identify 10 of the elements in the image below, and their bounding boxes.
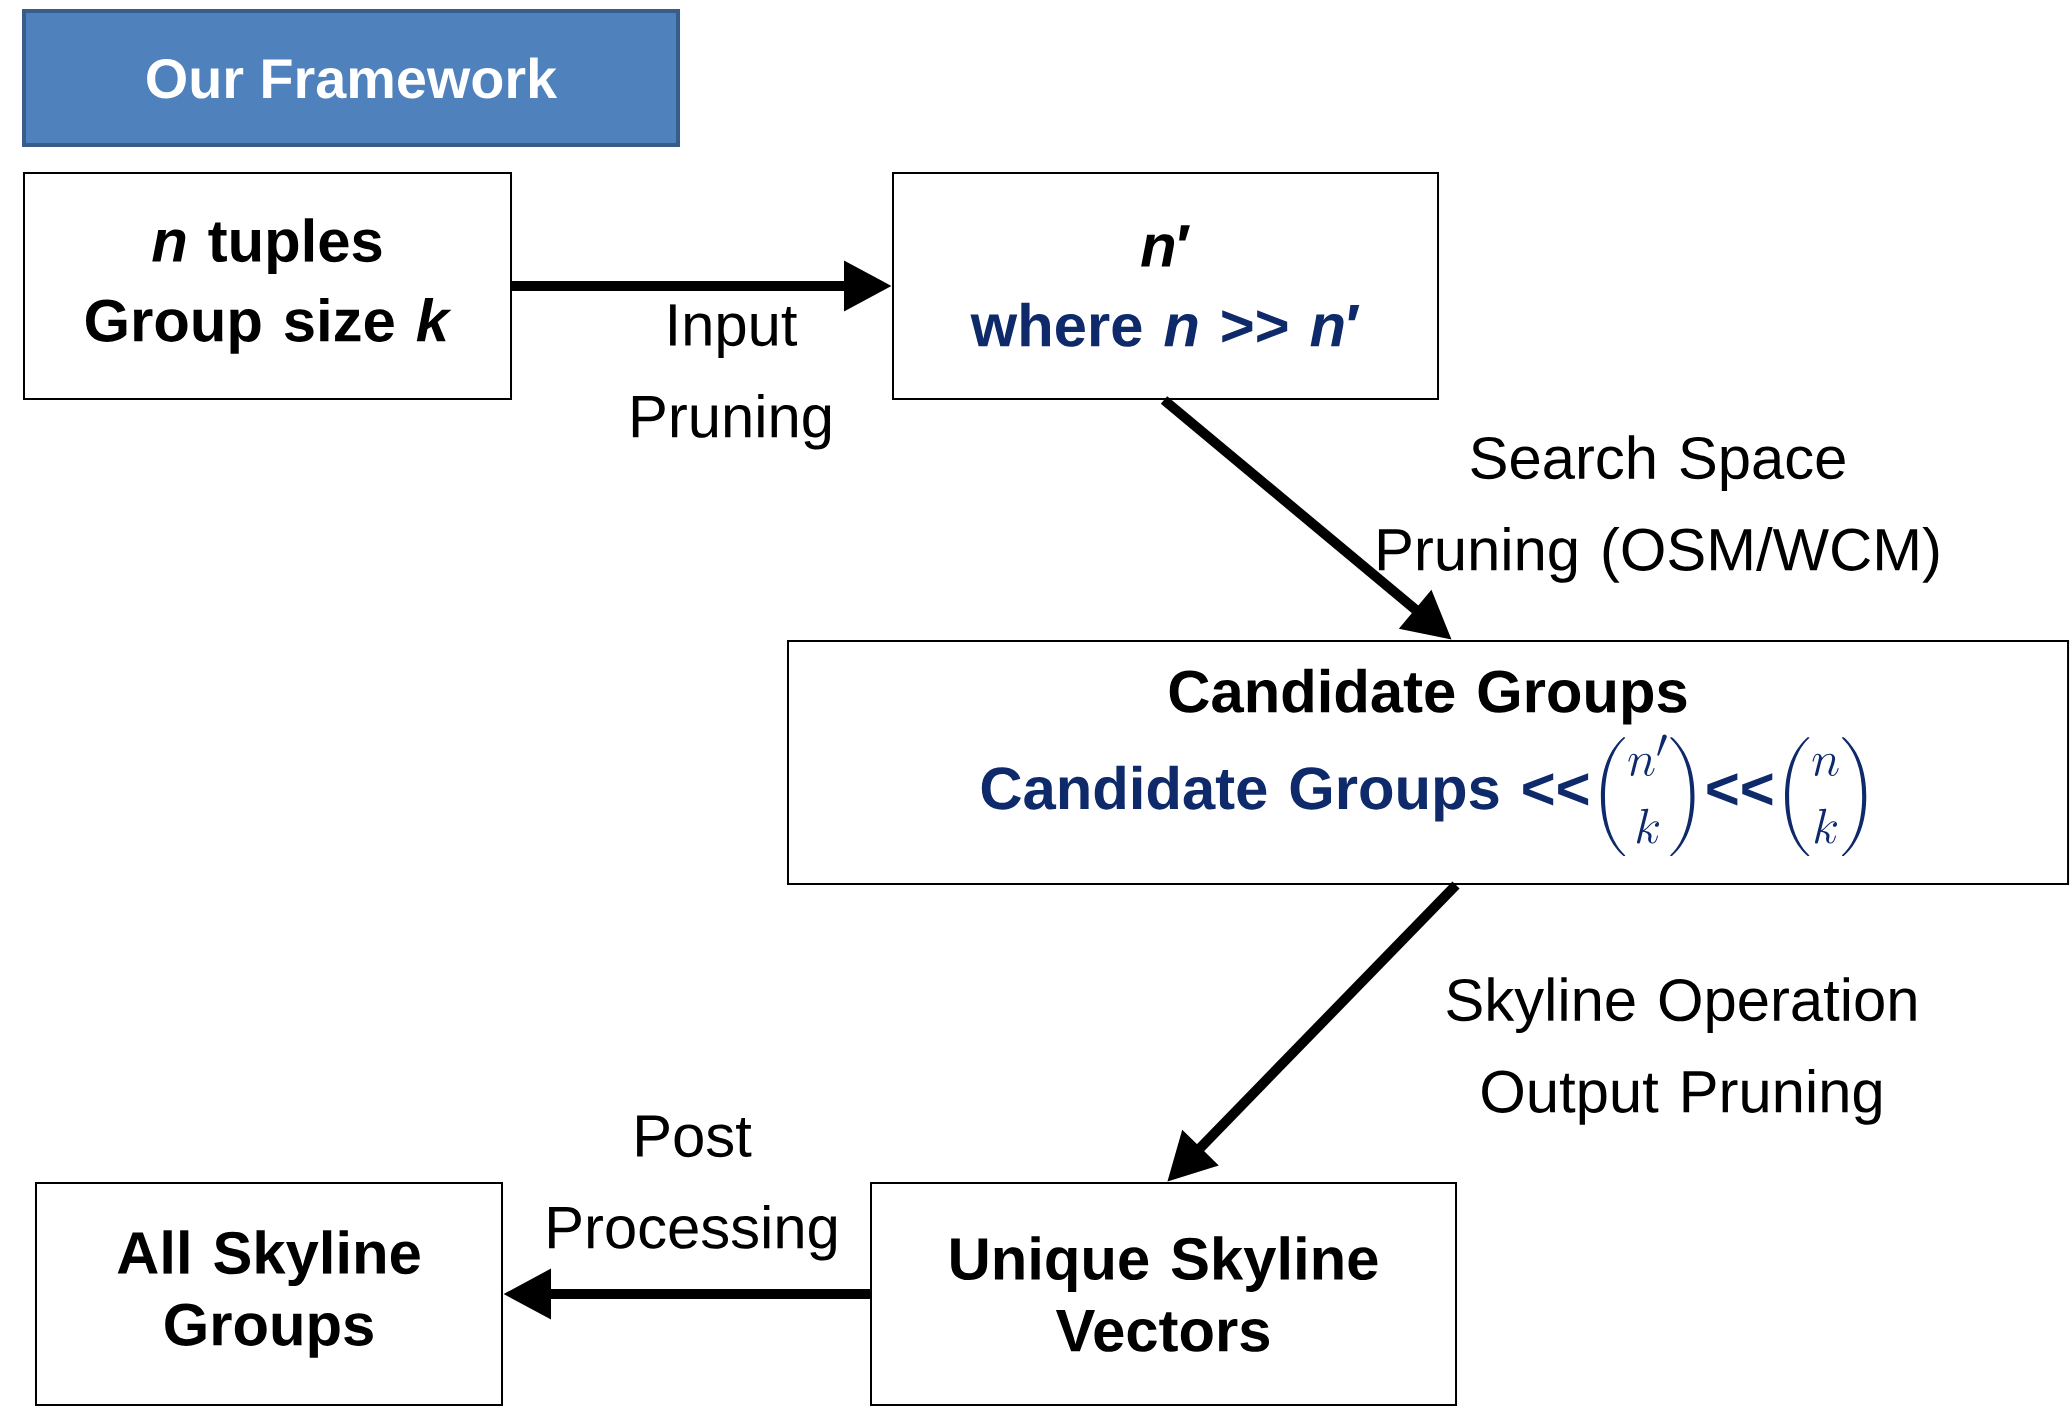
process-box: Unique Skyline Vectors bbox=[870, 1182, 1458, 1406]
edge-label: Input Pruning bbox=[632, 304, 831, 450]
output-box: All Skyline Groups bbox=[35, 1182, 503, 1406]
title-banner: Our Framework bbox=[22, 9, 680, 147]
edge-label: Search Space Pruning (OSM/WCM) bbox=[1378, 435, 1939, 583]
process-box: n′ where n >> n′ bbox=[892, 172, 1440, 400]
edge-label: Skyline Operation Output Pruning bbox=[1447, 977, 1916, 1125]
edge-label: Post Processing bbox=[549, 1115, 836, 1261]
process-box: Candidate Groups $\textbf{Candidate Groups <{}<} \binom{n'}{k} \textbf{<{}<} \binom{n}{k}$ bbox=[787, 640, 2070, 885]
input-box: n tuples Group size k bbox=[23, 172, 512, 400]
